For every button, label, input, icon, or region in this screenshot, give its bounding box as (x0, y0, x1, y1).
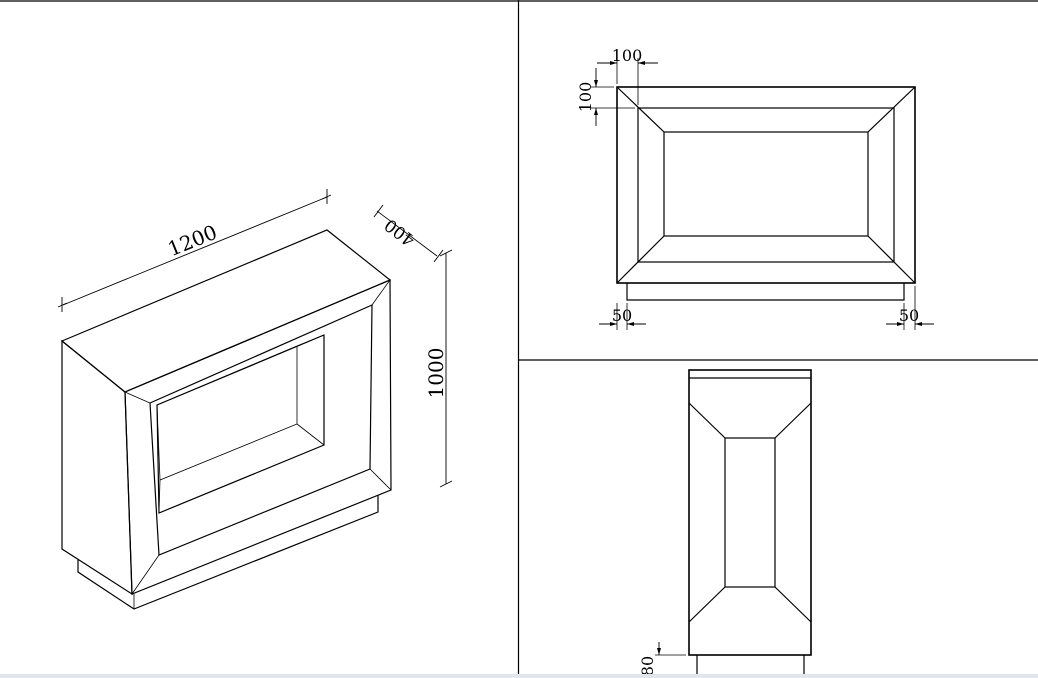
iso-front-face (124, 279, 392, 595)
front-frame-width-label: 100 (612, 46, 643, 65)
side-inner-panel (724, 437, 776, 588)
front-plinth-right-label: 50 (899, 306, 919, 325)
iso-top-face (60, 229, 392, 393)
side-plinth-label: 80 (638, 656, 657, 676)
iso-dim-depth: 400 (373, 204, 444, 263)
iso-opening-back (156, 334, 325, 514)
front-dim-plinth-right: 50 (886, 286, 934, 330)
front-inner-opening (663, 131, 869, 237)
front-dim-frame-height: 100 (576, 68, 635, 126)
iso-height-label: 1000 (424, 348, 448, 399)
iso-dim-width: 1200 (57, 189, 332, 312)
iso-front-bevel-outer (149, 304, 373, 556)
front-middle-frame (637, 107, 895, 263)
iso-depth-label: 400 (381, 214, 419, 250)
front-plinth (626, 283, 905, 301)
side-dim-plinth: 80 (638, 642, 686, 676)
bottom-strip (0, 674, 1038, 678)
front-outer-frame (616, 86, 916, 284)
iso-dim-height: 1000 (424, 249, 453, 488)
iso-left-face (61, 339, 133, 596)
front-view: 100 100 50 (576, 46, 934, 330)
front-plinth-left-label: 50 (612, 306, 632, 325)
side-outer-frame (688, 369, 812, 656)
isometric-view: 1200 400 1000 (57, 189, 453, 610)
front-frame-height-label: 100 (576, 82, 595, 113)
iso-opening-inner (156, 345, 298, 481)
iso-plinth (77, 495, 379, 610)
iso-width-label: 1200 (164, 220, 220, 261)
front-dim-frame-width: 100 (597, 46, 658, 105)
front-dim-plinth-left: 50 (599, 303, 646, 330)
side-view: 80 (638, 369, 812, 678)
